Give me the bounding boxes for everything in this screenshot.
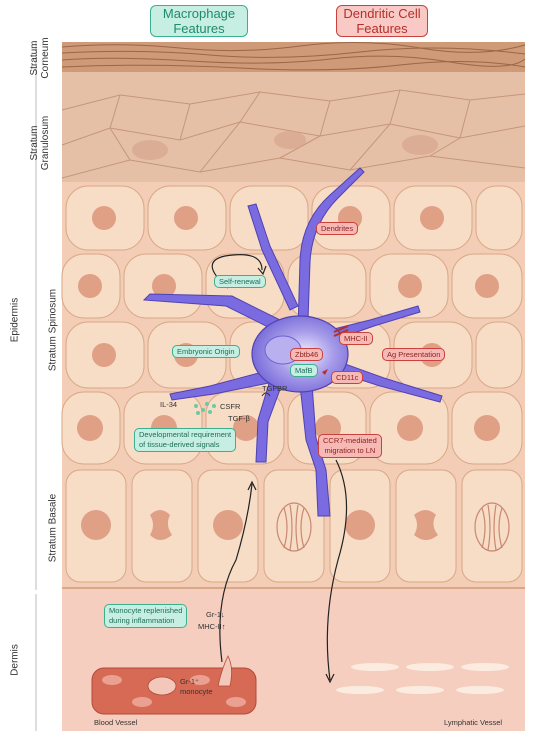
label-csfr: CSFR [220, 402, 241, 411]
tag-cd11c: CD11c [331, 371, 364, 384]
stratum-granulosum-cells [61, 72, 526, 182]
label-gr1-down: Gr-1↓ [206, 610, 225, 619]
tag-monocyte-replenished: Monocyte replenished during inflammation [104, 604, 188, 628]
label-blood-vessel: Blood Vessel [94, 718, 138, 727]
self-renewal-arrow [211, 254, 263, 289]
label-dermis: Dermis [9, 644, 21, 676]
label-gr1-monocyte: Gr-1⁺ monocyte [180, 677, 213, 697]
basal-nuclei [81, 510, 438, 540]
gr1-mono-line-1: Gr-1⁺ [180, 677, 199, 686]
label-stratum-basale: Stratum Basale [47, 493, 59, 563]
macrophage-features-header: Macrophage Features [150, 5, 248, 37]
dev-line-2: of tissue-derived signals [139, 440, 220, 449]
monocyte-arrow [219, 483, 253, 663]
stratum-basale-cells [65, 469, 523, 583]
label-lymphatic-vessel: Lymphatic Vessel [444, 718, 503, 727]
mono-line-2: during inflammation [109, 616, 175, 625]
ccr7-line-1: CCR7-mediated [323, 436, 377, 445]
blood-vessel [91, 655, 257, 715]
tag-zbtb46: Zbtb46 [290, 348, 324, 361]
label-mhcii-up: MHC-II↑ [198, 622, 226, 631]
stratum-corneum-cells [61, 41, 526, 72]
cytokine-dots [194, 402, 216, 415]
tag-mhc-ii: MHC-II [339, 332, 373, 345]
tag-developmental-requirement: Developmental requirement of tissue-deri… [134, 428, 237, 452]
tag-mafb: MafB [290, 364, 318, 377]
mono-line-1: Monocyte replenished [109, 606, 183, 615]
keratinocyte-nuclei [77, 206, 500, 441]
label-tgfb: TGF-β [228, 414, 250, 423]
label-il34: IL-34 [160, 400, 178, 409]
migration-arrow [326, 459, 348, 681]
tag-embryonic-origin: Embryonic Origin [172, 345, 240, 358]
tag-self-renewal: Self-renewal [214, 275, 266, 288]
lymphatic-vessel [336, 663, 509, 694]
tag-ag-presentation: Ag Presentation [382, 348, 446, 361]
mitotic-figures [276, 502, 510, 552]
gr1-mono-line-2: monocyte [180, 687, 213, 696]
label-epidermis: Epidermis [9, 297, 21, 343]
tag-ccr7-migration: CCR7-mediated migration to LN [318, 434, 382, 458]
label-stratum-corneum: Stratum Corneum [29, 37, 51, 79]
label-stratum-granulosum: Stratum Granulosum [29, 115, 51, 171]
ccr7-line-2: migration to LN [324, 446, 376, 455]
dendritic-features-header: Dendritic Cell Features [336, 5, 428, 37]
tag-dendrites: Dendrites [316, 222, 359, 235]
label-tgfbr: TGFBR [262, 384, 288, 393]
label-stratum-spinosum: Stratum Spinosum [47, 288, 59, 372]
dev-line-1: Developmental requirement [139, 430, 232, 439]
